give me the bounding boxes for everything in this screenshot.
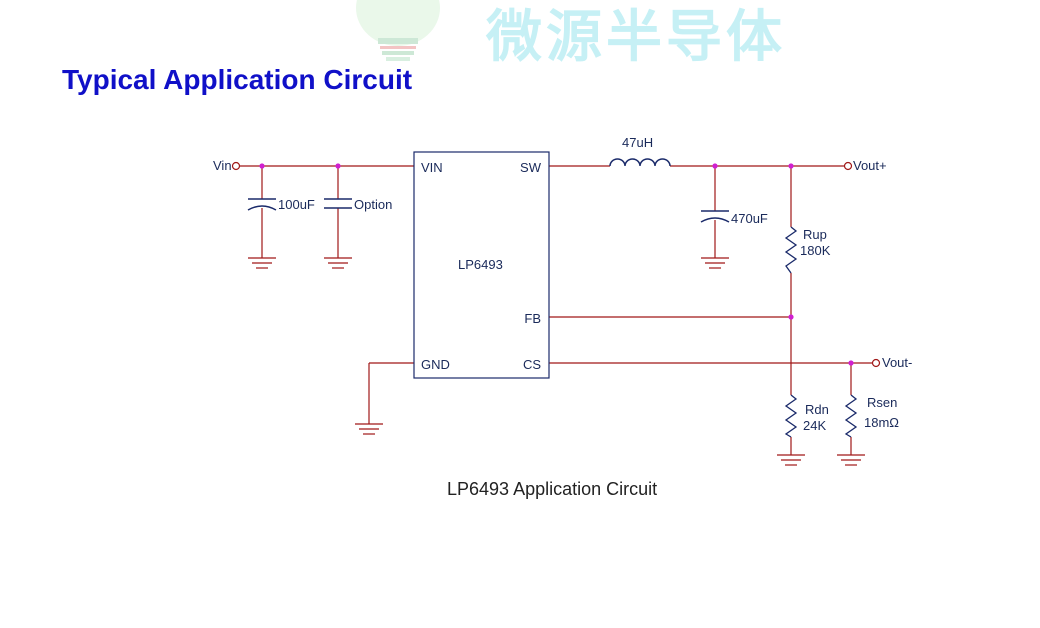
section-title: Typical Application Circuit (62, 64, 413, 95)
pin-vin: VIN (421, 160, 443, 175)
pin-cs: CS (523, 357, 541, 372)
label-r-dn-value: 24K (803, 418, 826, 433)
ground-symbol-copt (324, 257, 352, 269)
label-c-in: 100uF (278, 197, 315, 212)
ic-name: LP6493 (458, 257, 503, 272)
pin-gnd: GND (421, 357, 450, 372)
label-inductor: 47uH (622, 135, 653, 150)
label-r-dn-name: Rdn (805, 402, 829, 417)
ic-lp6493 (413, 151, 550, 379)
resistor-rdn (784, 394, 798, 438)
capacitor-470uf (700, 210, 730, 223)
label-r-up-name: Rup (803, 227, 827, 242)
label-r-sen-name: Rsen (867, 395, 897, 410)
resistor-rup (784, 226, 798, 274)
label-c-opt: Option (354, 197, 392, 212)
label-vin: Vin (213, 158, 232, 173)
figure-caption: LP6493 Application Circuit (447, 479, 658, 499)
ground-symbol-cout (701, 257, 729, 269)
pin-fb: FB (524, 311, 541, 326)
terminal-vout-pos (843, 161, 853, 171)
capacitor-option (324, 198, 352, 209)
watermark-text: 微源半导体 (486, 5, 786, 70)
label-vout-pos: Vout+ (853, 158, 887, 173)
ground-symbol-ic (355, 423, 383, 435)
junctions (259, 163, 854, 366)
label-r-up-value: 180K (800, 243, 831, 258)
terminal-vout-neg (871, 358, 881, 368)
capacitor-100uf (247, 198, 277, 211)
ground-symbol-rdn (777, 454, 805, 466)
wires (240, 165, 872, 455)
ground-symbol-cin (248, 257, 276, 269)
inductor-47uh (609, 158, 671, 167)
pin-sw: SW (520, 160, 542, 175)
resistor-rsen (844, 394, 858, 438)
label-r-sen-value: 18mΩ (864, 415, 899, 430)
watermark-bulb-icon (356, 0, 440, 46)
ground-symbol-rsen (837, 454, 865, 466)
watermark-logo (356, 0, 440, 61)
watermark-bulb-base (378, 38, 418, 44)
terminal-vin (231, 161, 241, 171)
label-c-out: 470uF (731, 211, 768, 226)
label-vout-neg: Vout- (882, 355, 912, 370)
